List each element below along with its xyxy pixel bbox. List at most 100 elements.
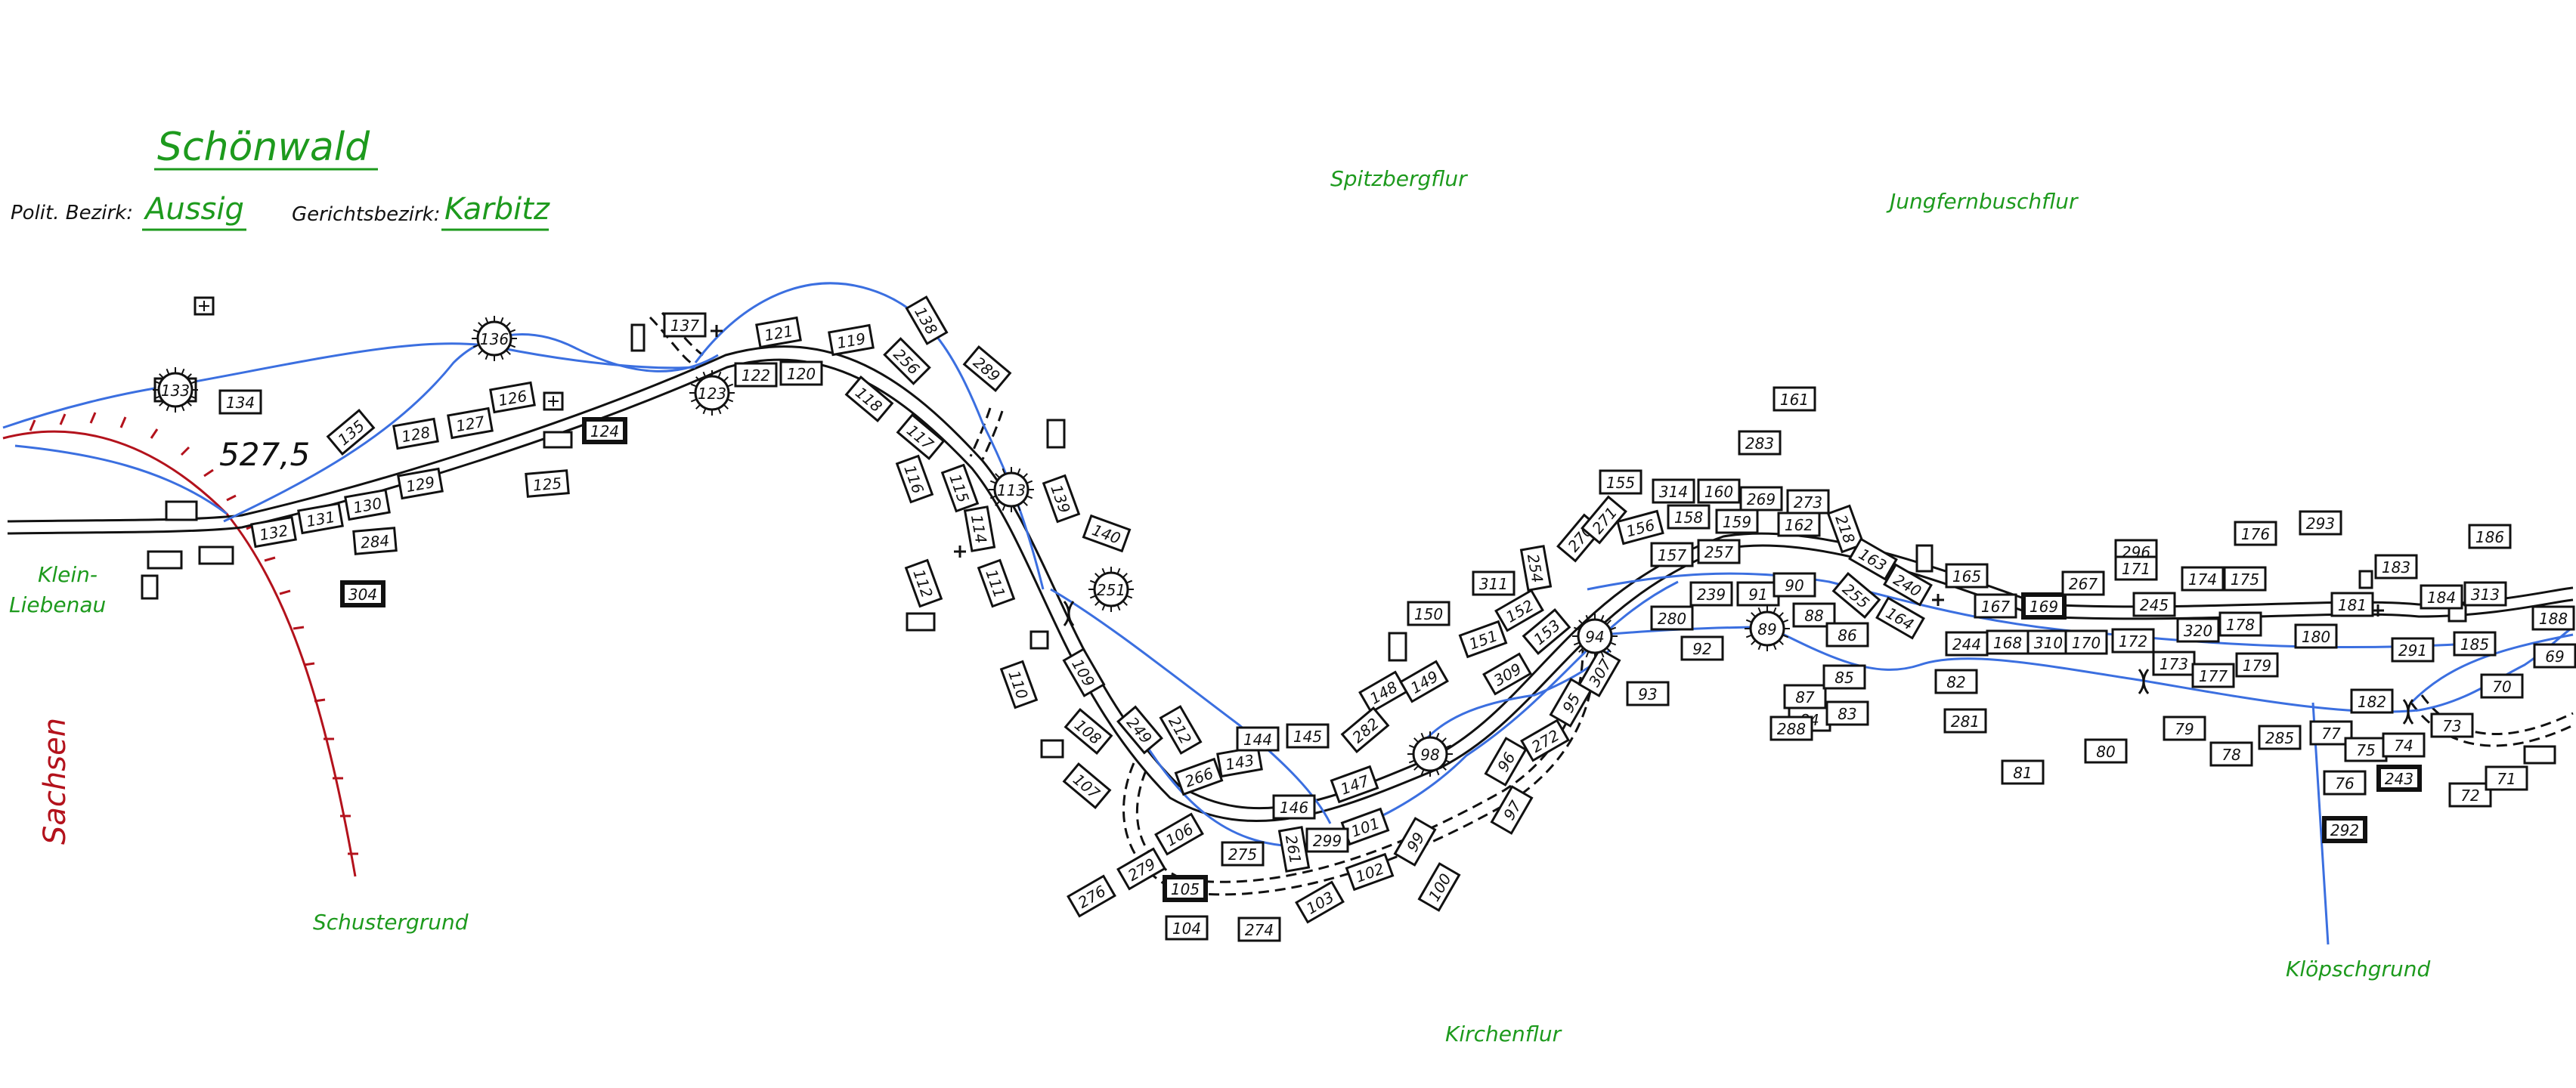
house-number: 105 bbox=[1171, 880, 1200, 898]
house-177: 177 bbox=[2191, 663, 2235, 688]
house-box bbox=[755, 316, 802, 349]
house-267: 267 bbox=[2061, 570, 2105, 596]
house-box bbox=[2294, 623, 2338, 649]
house-box bbox=[489, 381, 536, 414]
house-number: 185 bbox=[2460, 635, 2489, 654]
house-number: 91 bbox=[1748, 586, 1767, 604]
house-280: 280 bbox=[1650, 605, 1694, 631]
house-box bbox=[2258, 725, 2302, 750]
house-number: 74 bbox=[2394, 737, 2413, 755]
polit-label: Polit. Bezirk: bbox=[11, 202, 133, 224]
well-number: 98 bbox=[1420, 746, 1439, 764]
house-box bbox=[2223, 566, 2267, 592]
house-box bbox=[2448, 782, 2492, 808]
house-121: 121 bbox=[755, 316, 802, 349]
house-number: 158 bbox=[1674, 508, 1703, 527]
house-number: 92 bbox=[1692, 640, 1711, 658]
well-number: 133 bbox=[161, 382, 190, 400]
house-box bbox=[1407, 601, 1451, 626]
house-76: 76 bbox=[2323, 770, 2367, 796]
house-179: 179 bbox=[2235, 652, 2279, 678]
house-292: 292 bbox=[2322, 816, 2367, 843]
house-box bbox=[904, 558, 943, 608]
house-number: 182 bbox=[2358, 693, 2386, 711]
house-218: 218 bbox=[1826, 504, 1865, 554]
house-285: 285 bbox=[2258, 725, 2302, 750]
house-box bbox=[2391, 637, 2435, 663]
house-number: 78 bbox=[2221, 746, 2240, 764]
house-box bbox=[2330, 592, 2374, 617]
house-184: 184 bbox=[2420, 584, 2463, 610]
house-299: 299 bbox=[1305, 827, 1349, 853]
house-number: 169 bbox=[2030, 598, 2058, 616]
house-number: 161 bbox=[1780, 391, 1809, 409]
house-127: 127 bbox=[447, 406, 494, 440]
house-number: 283 bbox=[1745, 434, 1774, 453]
side-road-east-a bbox=[2410, 702, 2574, 747]
place-liebenau: Liebenau bbox=[9, 592, 106, 617]
well-sun-symbol-98: 98 bbox=[1407, 731, 1453, 777]
house-85: 85 bbox=[1822, 664, 1866, 690]
house-91: 91 bbox=[1736, 581, 1780, 607]
house-box bbox=[2064, 629, 2108, 655]
house-box bbox=[1484, 737, 1528, 787]
house-100: 100 bbox=[1417, 862, 1461, 912]
house-box bbox=[2152, 651, 2196, 676]
house-111: 111 bbox=[977, 558, 1016, 608]
well-sun-symbol-94: 94 bbox=[1572, 614, 1618, 659]
house-box bbox=[1482, 652, 1532, 696]
house-box bbox=[905, 295, 949, 345]
house-box bbox=[1934, 669, 1978, 694]
house-box bbox=[1494, 589, 1544, 632]
house-number: 79 bbox=[2175, 720, 2194, 738]
house-box bbox=[828, 323, 875, 357]
house-269: 269 bbox=[1739, 486, 1783, 512]
house-box bbox=[2453, 631, 2497, 657]
house-146: 146 bbox=[1272, 794, 1316, 820]
house-box bbox=[2376, 765, 2422, 792]
gericht-value: Karbitz bbox=[444, 192, 550, 227]
house-box bbox=[525, 469, 570, 498]
house-156: 156 bbox=[1616, 509, 1664, 546]
house-box bbox=[2114, 555, 2158, 581]
house-283: 283 bbox=[1738, 430, 1782, 456]
stream-east-north bbox=[1587, 572, 2495, 649]
house-number: 179 bbox=[2243, 657, 2271, 675]
house-box bbox=[2191, 663, 2235, 688]
house-number: 167 bbox=[1981, 598, 2010, 616]
house-number: 87 bbox=[1795, 688, 1815, 706]
house-box bbox=[2234, 521, 2277, 546]
house-box bbox=[1680, 635, 1724, 661]
house-282: 282 bbox=[1340, 706, 1390, 753]
house-256: 256 bbox=[883, 337, 931, 385]
house-137: 137 bbox=[663, 312, 707, 338]
house-181: 181 bbox=[2330, 592, 2374, 617]
place-sachsen: Sachsen bbox=[38, 718, 73, 845]
house-82: 82 bbox=[1934, 669, 1978, 694]
house-275: 275 bbox=[1221, 841, 1265, 867]
house-box bbox=[2531, 605, 2575, 631]
house-151: 151 bbox=[1458, 620, 1508, 659]
house-185: 185 bbox=[2453, 631, 2497, 657]
house-box bbox=[883, 337, 931, 385]
house-box bbox=[397, 467, 444, 500]
outbuildings bbox=[141, 323, 2556, 765]
stream-far-east bbox=[2410, 633, 2574, 704]
house-number: 150 bbox=[1414, 605, 1443, 623]
house-box bbox=[1345, 852, 1395, 892]
side-road-east-b bbox=[2420, 694, 2574, 736]
house-244: 244 bbox=[1945, 631, 1989, 657]
house-number: 245 bbox=[2140, 596, 2169, 614]
house-number: 173 bbox=[2160, 655, 2188, 673]
stream-church bbox=[1050, 588, 1332, 824]
house-number: 243 bbox=[2385, 770, 2413, 788]
house-box bbox=[2235, 652, 2279, 678]
house-number: 188 bbox=[2539, 610, 2568, 628]
house-box bbox=[2001, 759, 2045, 785]
house-number: 183 bbox=[2382, 558, 2410, 576]
house-box bbox=[1340, 706, 1390, 753]
house-box bbox=[1277, 826, 1311, 873]
house-138: 138 bbox=[905, 295, 949, 345]
house-box bbox=[999, 660, 1039, 709]
house-box bbox=[779, 360, 823, 386]
